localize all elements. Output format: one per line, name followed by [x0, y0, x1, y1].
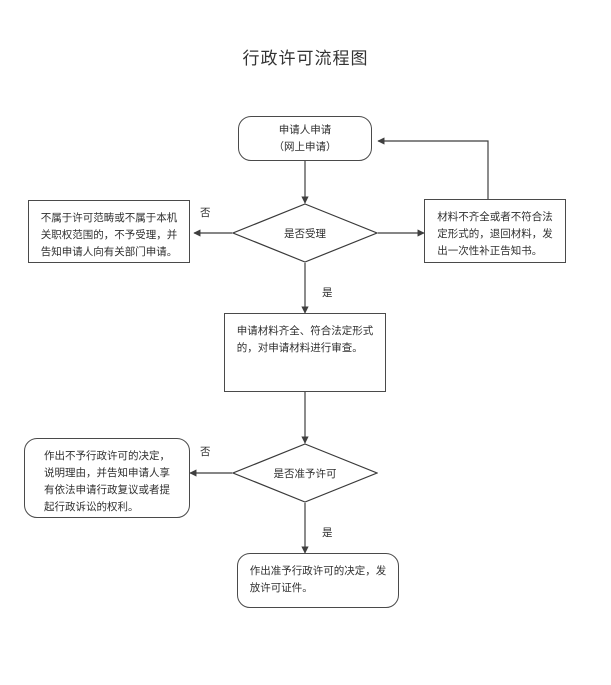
edge-label-accept-no: 否 — [200, 208, 211, 219]
node-decision-permit: 是否准予许可 — [232, 443, 378, 503]
node-not-in-scope: 不属于许可范畴或不属于本机 关职权范围的，不予受理，并 告知申请人向有关部门申请… — [28, 200, 190, 263]
node-start-label: 申请人申请 （网上申请） — [273, 124, 337, 153]
page-title: 行政许可流程图 — [242, 49, 369, 68]
edge-label-accept-yes: 是 — [322, 288, 333, 299]
edge-label-permit-no: 否 — [200, 447, 211, 458]
node-incomplete-materials: 材料不齐全或者不符合法 定形式的，退回材料，发 出一次性补正告知书。 — [424, 199, 566, 263]
node-start: 申请人申请 （网上申请） — [238, 116, 372, 161]
node-grant-permit-label: 作出准予行政许可的决定，发 放许可证件。 — [249, 566, 387, 594]
node-deny-permit-label: 作出不予行政许可的决定， 说明理由，并告知申请人享 有依法申请行政复议或者提 起… — [44, 451, 170, 513]
node-decision-accept-label: 是否受理 — [284, 228, 326, 240]
node-decision-accept: 是否受理 — [232, 203, 378, 263]
edge-label-permit-yes: 是 — [322, 528, 333, 539]
node-review-materials-label: 申请材料齐全、符合法定形式 的，对申请材料进行审查。 — [236, 326, 374, 354]
node-grant-permit: 作出准予行政许可的决定，发 放许可证件。 — [237, 553, 399, 608]
node-incomplete-materials-label: 材料不齐全或者不符合法 定形式的，退回材料，发 出一次性补正告知书。 — [437, 212, 553, 257]
node-review-materials: 申请材料齐全、符合法定形式 的，对申请材料进行审查。 — [224, 313, 386, 392]
node-decision-permit-label: 是否准予许可 — [273, 468, 337, 480]
node-not-in-scope-label: 不属于许可范畴或不属于本机 关职权范围的，不予受理，并 告知申请人向有关部门申请… — [40, 213, 178, 258]
node-deny-permit: 作出不予行政许可的决定， 说明理由，并告知申请人享 有依法申请行政复议或者提 起… — [24, 438, 190, 518]
